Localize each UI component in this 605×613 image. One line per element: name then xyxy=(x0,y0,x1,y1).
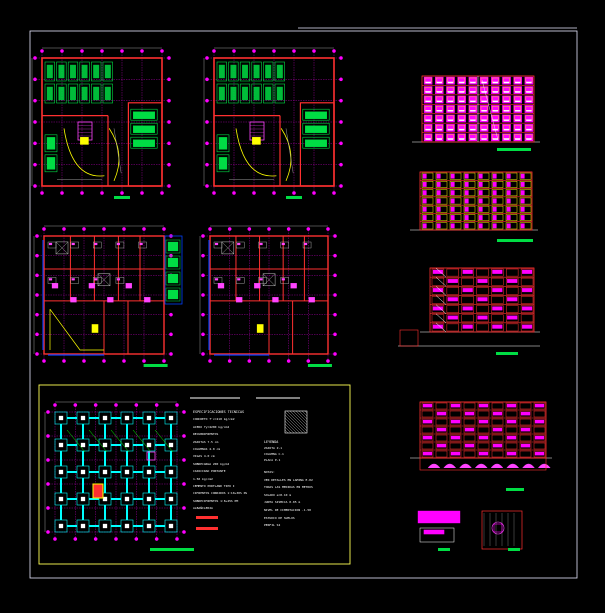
foundation-plan xyxy=(44,397,300,551)
grid-bubble-icon xyxy=(44,401,186,541)
notes-frame xyxy=(38,384,351,565)
detail-1 xyxy=(417,510,461,551)
drawing-title-bar xyxy=(497,148,531,151)
hatch-legend-icon xyxy=(284,410,308,434)
section-a xyxy=(420,267,540,355)
drawing-title-bar xyxy=(286,196,302,199)
front-elevation xyxy=(412,75,540,151)
drawing-title-bar xyxy=(143,364,168,367)
basement-plan-2 xyxy=(203,47,343,199)
drawing-title-bar xyxy=(114,196,130,199)
drawing-title-bar xyxy=(438,548,450,551)
section-b xyxy=(410,401,552,491)
floor-plan-2 xyxy=(199,225,337,367)
floor-plan-1 xyxy=(33,225,183,367)
basement-plan-1 xyxy=(31,47,171,199)
drawing-title-bar xyxy=(496,352,518,355)
drawing-title-bar xyxy=(508,548,520,551)
sheet-border xyxy=(29,30,578,579)
drawing-title-bar xyxy=(150,548,194,551)
drawing-title-bar xyxy=(497,239,533,242)
side-elevation xyxy=(410,171,538,242)
drawing-title-bar xyxy=(307,364,332,367)
drawing-title-bar xyxy=(506,488,524,491)
detail-2 xyxy=(481,510,523,551)
